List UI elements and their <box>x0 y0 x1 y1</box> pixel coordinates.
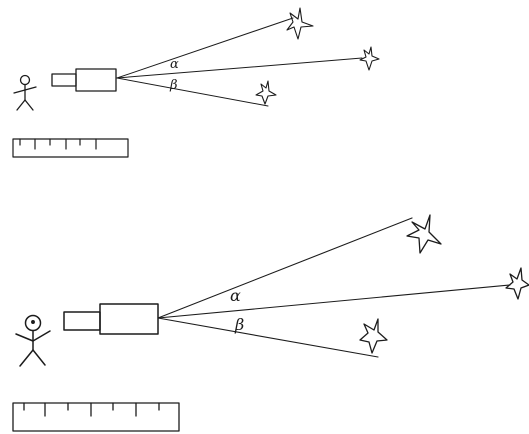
sight-line-middle <box>116 57 363 79</box>
sight-line-middle <box>157 284 511 319</box>
star-icon <box>406 214 442 254</box>
telescope-icon <box>51 68 117 92</box>
angle-label-beta: β <box>169 78 178 93</box>
sight-line-upper <box>157 217 413 319</box>
ruler-icon <box>12 402 180 432</box>
angle-label-beta: β <box>234 315 244 334</box>
stick-figure-icon <box>15 314 51 367</box>
star-icon <box>286 7 314 40</box>
sight-line-lower <box>116 77 269 107</box>
sight-lines <box>116 17 363 107</box>
telescope-icon <box>63 303 159 335</box>
star-icon <box>255 80 277 105</box>
ruler-icon <box>12 138 129 158</box>
angle-label-alpha: α <box>170 57 179 72</box>
sight-lines <box>157 217 511 358</box>
sight-line-lower <box>157 317 379 358</box>
stick-figure-icon <box>13 74 37 111</box>
panel-small: α β <box>12 7 380 158</box>
star-icon <box>359 46 380 71</box>
star-icon <box>505 267 529 300</box>
angle-label-alpha: α <box>230 286 241 305</box>
star-icon <box>359 318 388 354</box>
sight-line-upper <box>116 17 294 79</box>
panel-large: α β <box>12 214 529 432</box>
